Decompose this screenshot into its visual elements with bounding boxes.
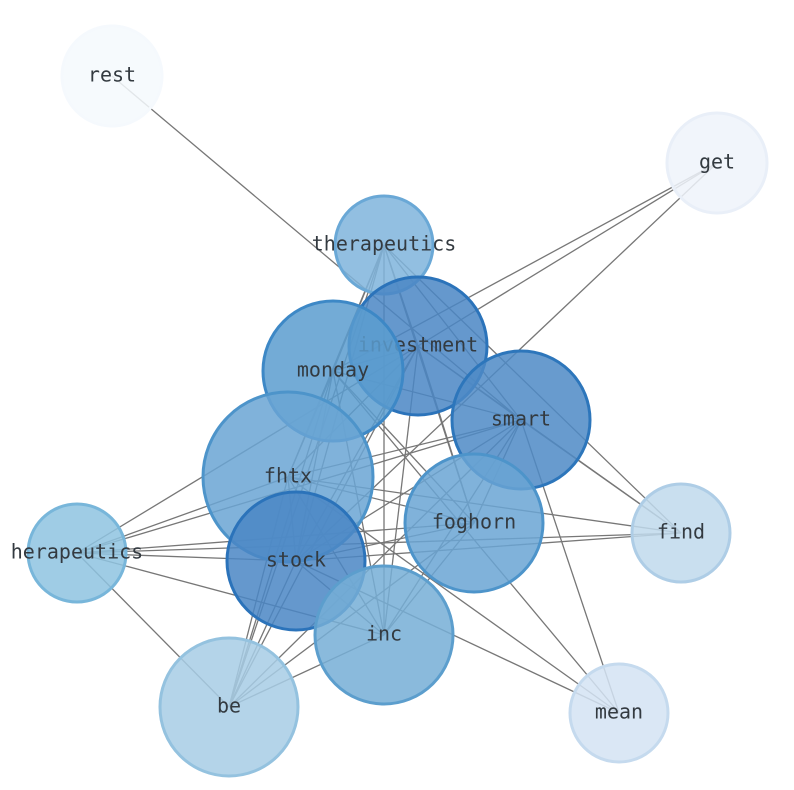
node-get[interactable]: get: [665, 111, 769, 215]
edge-herapeutics-find: [76, 532, 682, 554]
node-label-smart: smart: [491, 407, 551, 431]
node-label-inc: inc: [366, 622, 402, 646]
node-circle-find[interactable]: [630, 482, 732, 584]
node-circle-foghorn[interactable]: [403, 452, 545, 594]
node-inc[interactable]: inc: [313, 564, 455, 706]
node-mean[interactable]: mean: [568, 662, 670, 764]
node-find[interactable]: find: [630, 482, 732, 584]
node-circle-herapeutics[interactable]: [26, 502, 128, 604]
node-label-be: be: [217, 694, 241, 718]
node-label-fhtx: fhtx: [264, 464, 312, 488]
node-circle-get[interactable]: [665, 111, 769, 215]
node-label-stock: stock: [266, 548, 326, 572]
node-therapeutics[interactable]: therapeutics: [312, 194, 457, 296]
node-circle-mean[interactable]: [568, 662, 670, 764]
node-label-herapeutics: herapeutics: [11, 540, 143, 564]
node-circle-rest[interactable]: [60, 24, 164, 128]
node-label-mean: mean: [595, 700, 643, 724]
node-be[interactable]: be: [158, 636, 300, 778]
node-circle-be[interactable]: [158, 636, 300, 778]
node-label-find: find: [657, 520, 705, 544]
node-circle-inc[interactable]: [313, 564, 455, 706]
node-rest[interactable]: rest: [60, 24, 164, 128]
node-label-get: get: [699, 150, 735, 174]
node-label-foghorn: foghorn: [432, 510, 516, 534]
node-herapeutics[interactable]: herapeutics: [11, 502, 143, 604]
node-label-rest: rest: [88, 63, 136, 87]
node-layer: restgettherapeuticsinvestmentmondaysmart…: [11, 24, 769, 778]
node-label-therapeutics: therapeutics: [312, 232, 457, 256]
node-label-monday: monday: [297, 358, 369, 382]
node-foghorn[interactable]: foghorn: [403, 452, 545, 594]
